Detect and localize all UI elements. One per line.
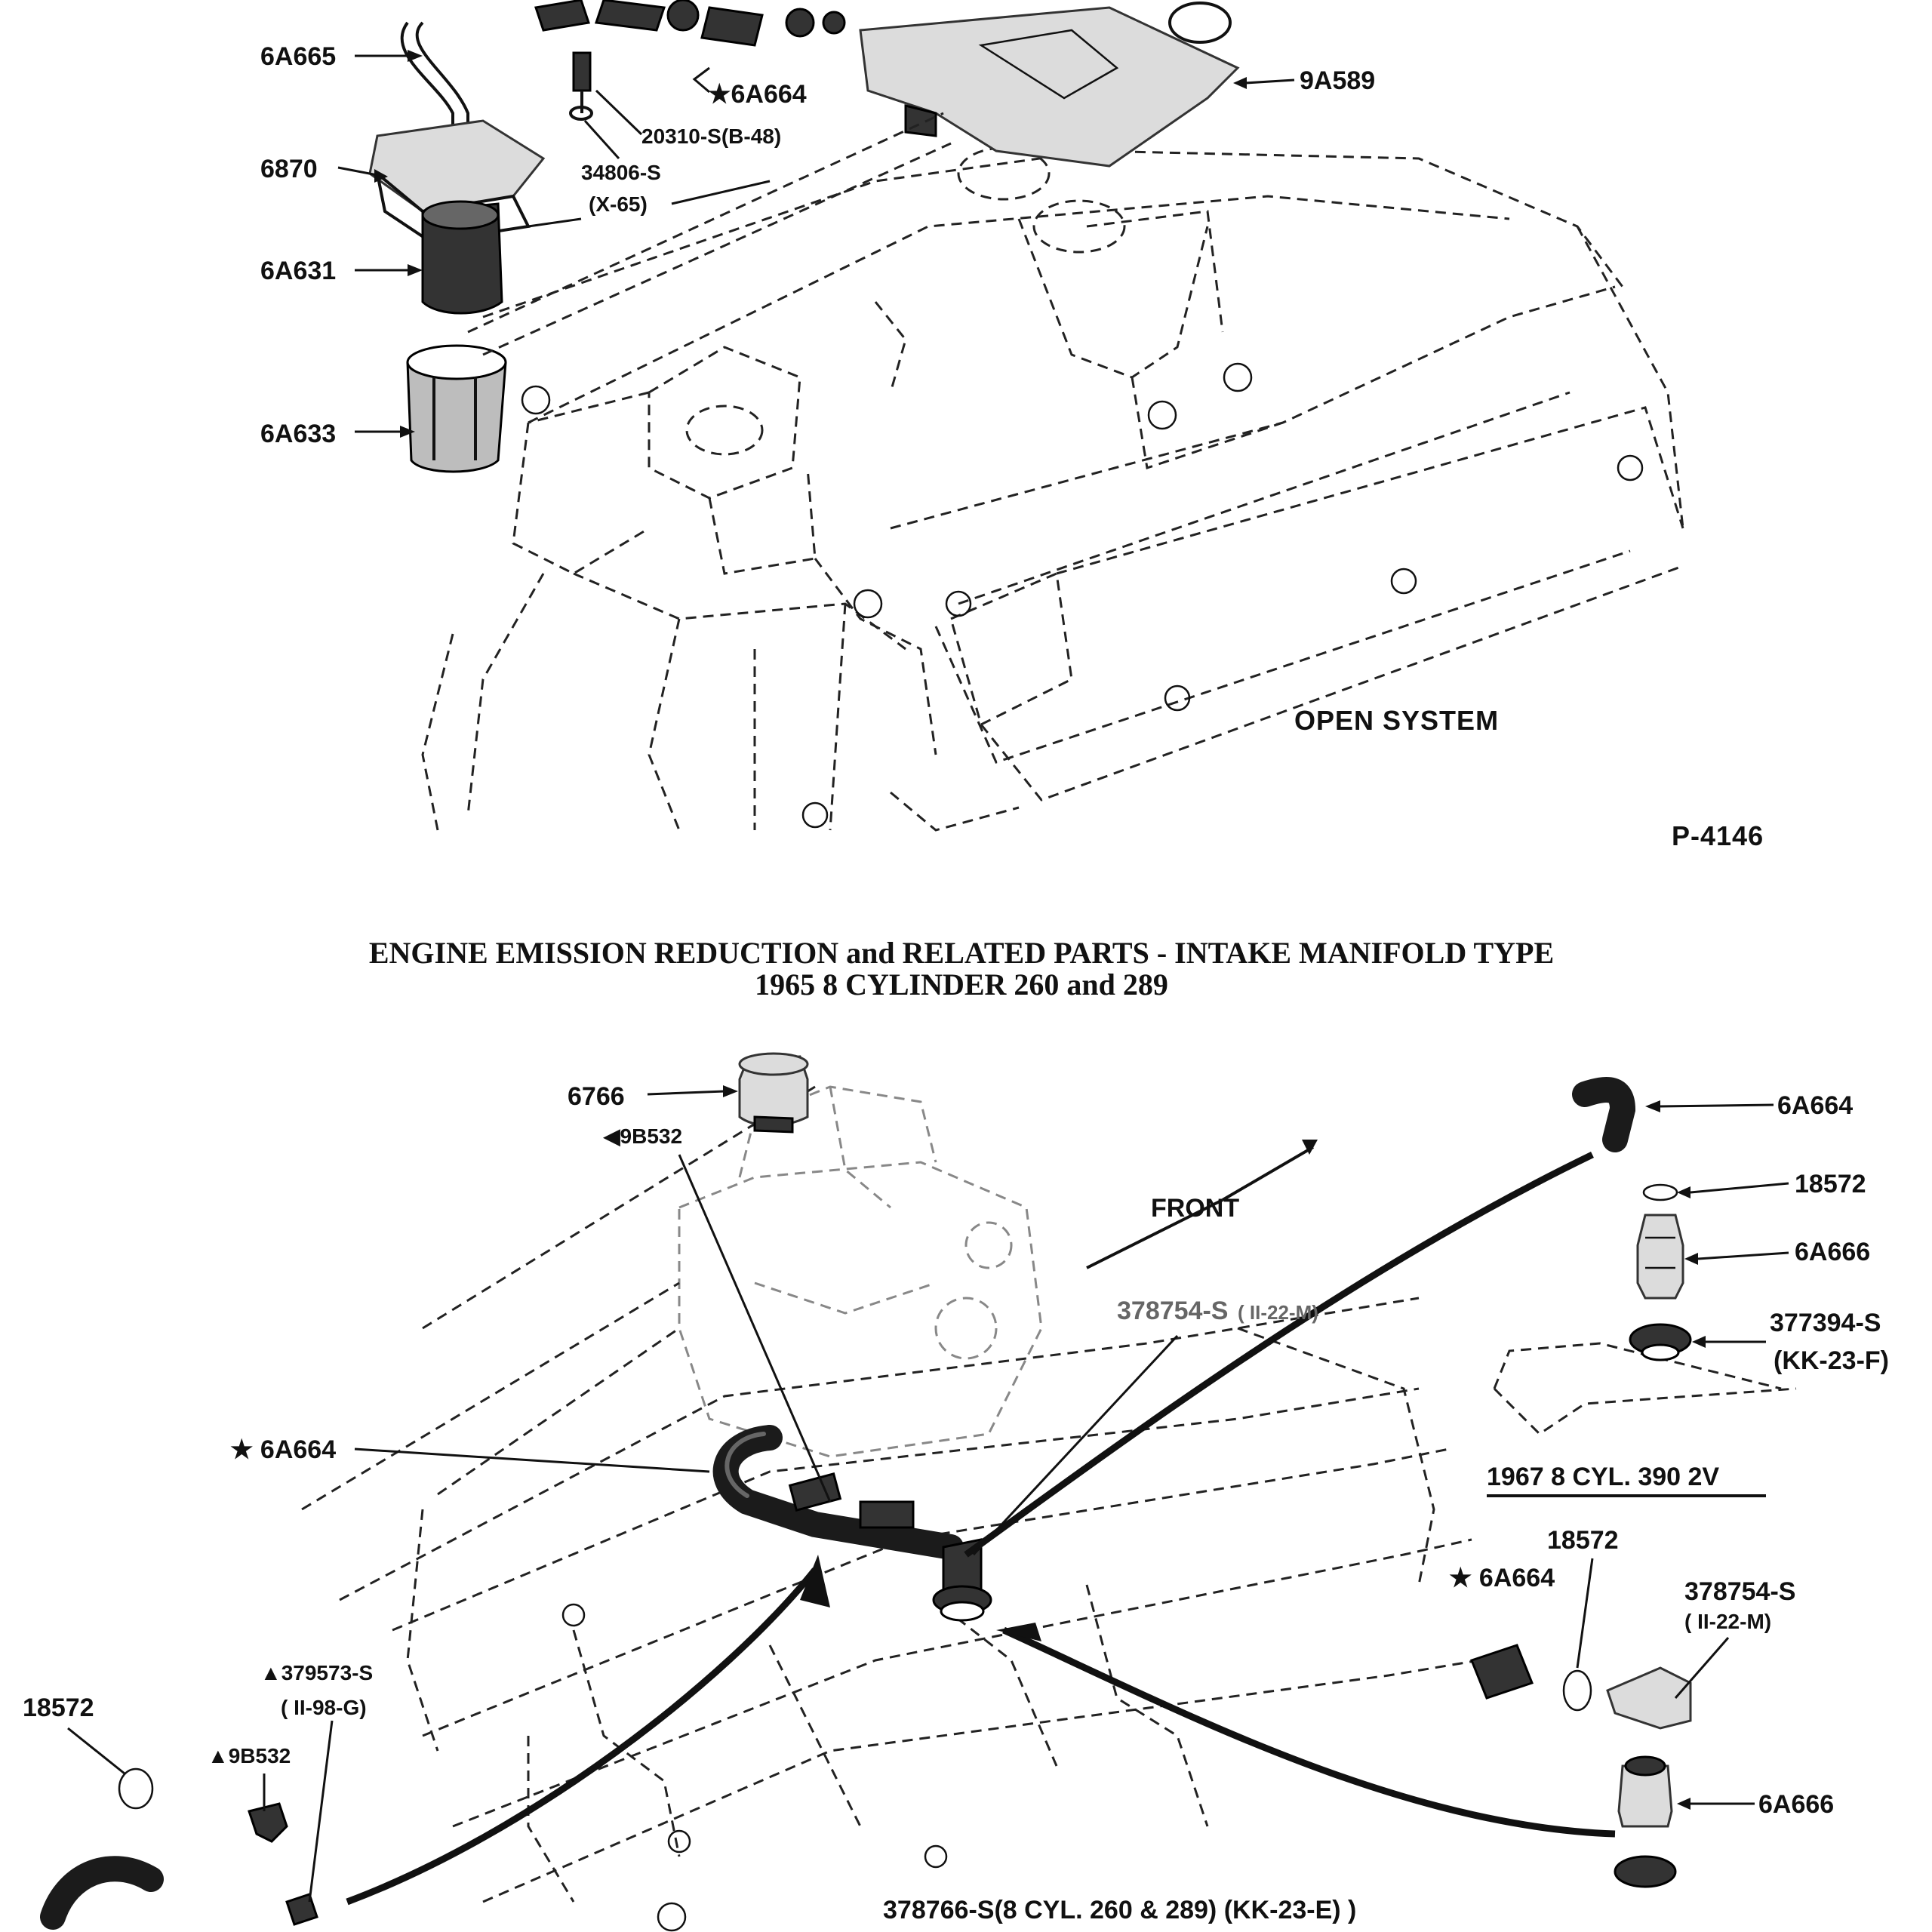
label-6A664-star-bottom: ★ 6A664	[230, 1435, 336, 1464]
label-6A633: 6A633	[260, 420, 336, 448]
figure-id: P-4146	[1672, 820, 1764, 851]
inset-title: 1967 8 CYL. 390 2V	[1487, 1463, 1719, 1491]
label-34806-S-code: (X-65)	[589, 192, 648, 216]
diagram-title: ENGINE EMISSION REDUCTION and RELATED PA…	[369, 936, 1554, 1001]
label-378754-S-inset: 378754-S	[1684, 1577, 1795, 1606]
label-6A666-right: 6A666	[1795, 1238, 1870, 1266]
label-6870: 6870	[260, 155, 318, 183]
intake-manifold-illustration	[40, 1052, 1797, 1932]
intake-manifold-labels: 6766 ◀9B532 FRONT 378754-S ( II-22-M) ★ …	[23, 1082, 1889, 1924]
label-front: FRONT	[1151, 1194, 1239, 1223]
label-378766-S: 378766-S(8 CYL. 260 & 289) (KK-23-E) )	[883, 1896, 1356, 1924]
label-378754-S-a-code: ( II-22-M)	[1238, 1301, 1318, 1324]
label-377394-S: 377394-S	[1770, 1309, 1881, 1337]
label-18572-right: 18572	[1795, 1170, 1866, 1198]
label-18572-left: 18572	[23, 1694, 94, 1722]
label-9A589: 9A589	[1300, 66, 1375, 95]
label-377394-S-code: (KK-23-F)	[1774, 1346, 1889, 1375]
label-378754-S-inset-code: ( II-22-M)	[1684, 1610, 1771, 1633]
open-system-caption: OPEN SYSTEM	[1294, 705, 1499, 736]
label-6A664-star: ★6A664	[708, 80, 807, 109]
label-6766: 6766	[568, 1082, 625, 1111]
label-20310-S: 20310-S(B-48)	[641, 125, 781, 148]
label-34806-S: 34806-S	[581, 161, 661, 184]
label-18572-inset: 18572	[1547, 1526, 1619, 1555]
label-6A664-inset: ★ 6A664	[1449, 1564, 1555, 1592]
title-line-2: 1965 8 CYLINDER 260 and 289	[755, 968, 1168, 1001]
label-6A631: 6A631	[260, 257, 336, 285]
label-9B532-b: ▲9B532	[208, 1744, 291, 1767]
open-system-labels: 6A665 ★6A664 20310-S(B-48) 34806-S (X-65…	[260, 42, 1764, 851]
label-379573-S-code: ( II-98-G)	[281, 1696, 367, 1719]
label-379573-S: ▲379573-S	[260, 1661, 373, 1684]
label-6A665: 6A665	[260, 42, 336, 71]
label-6A666-inset: 6A666	[1758, 1790, 1834, 1819]
label-6A664-right: 6A664	[1777, 1091, 1853, 1120]
label-378754-S-a: 378754-S	[1117, 1297, 1228, 1325]
label-9B532-a: ◀9B532	[603, 1124, 682, 1148]
title-line-1: ENGINE EMISSION REDUCTION and RELATED PA…	[369, 936, 1554, 970]
